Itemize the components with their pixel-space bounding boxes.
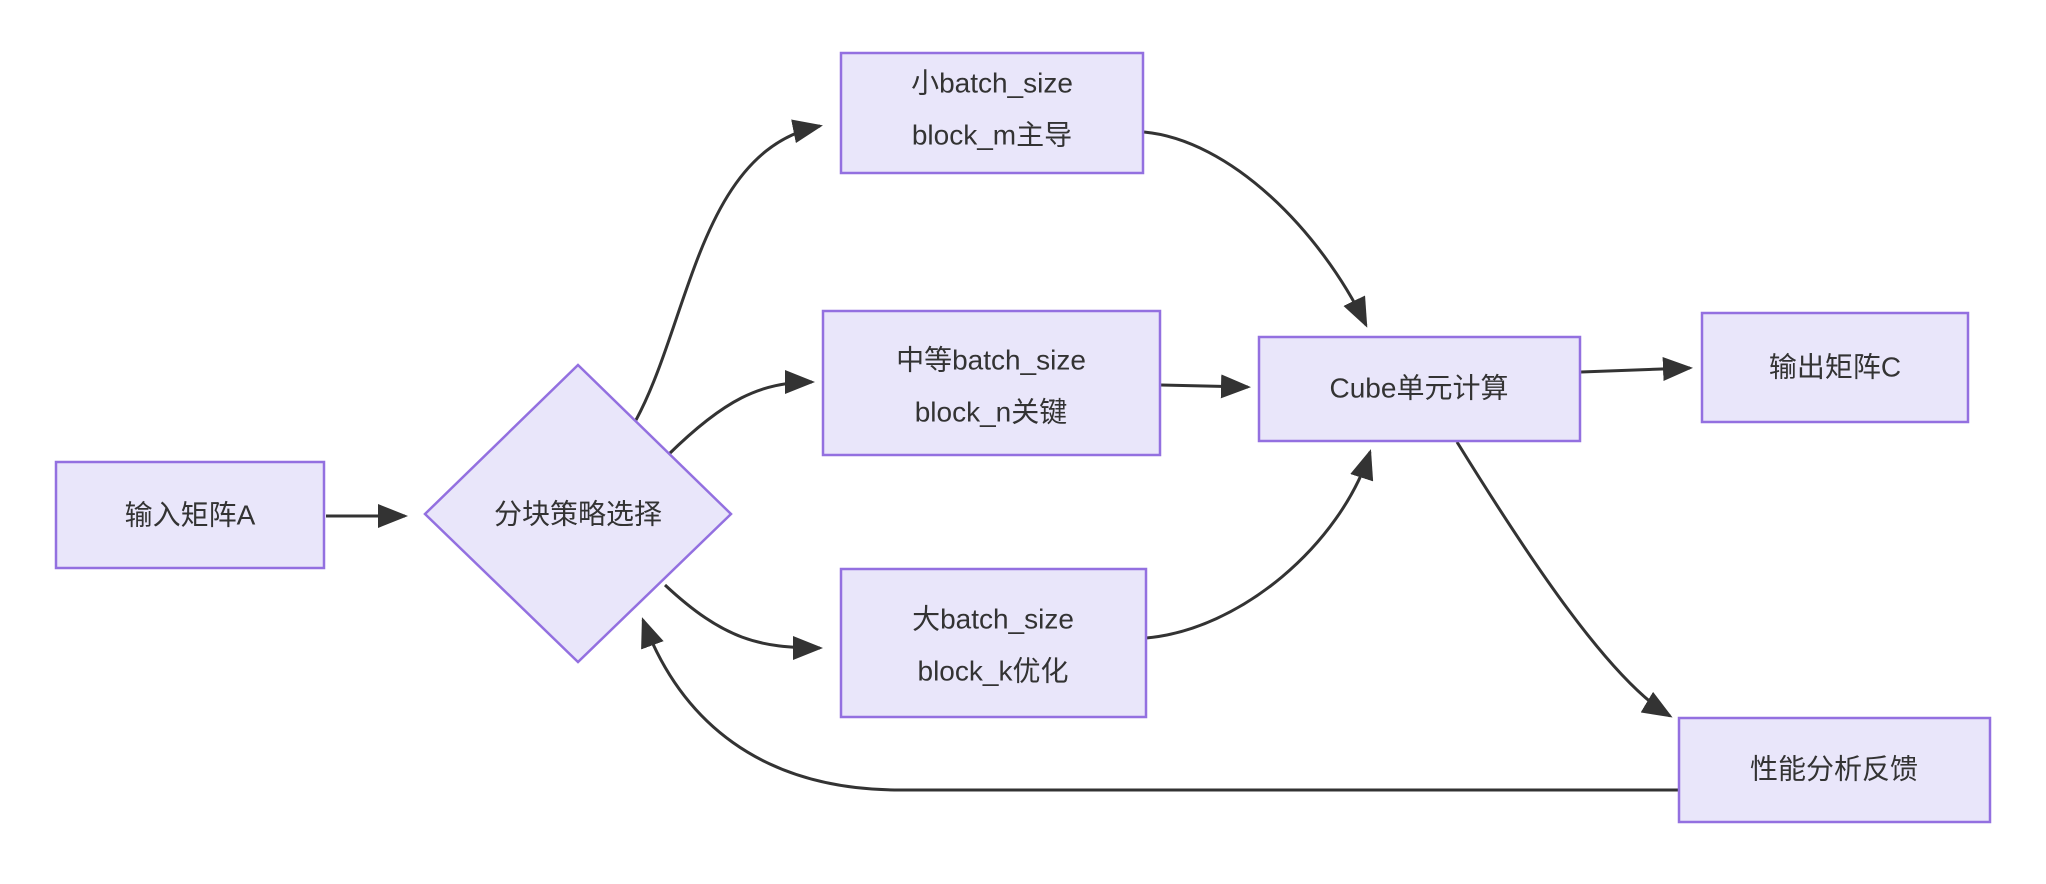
- edge-decision-to-large-batch: [663, 583, 823, 660]
- node-large-batch[interactable]: 大batch_size block_k优化: [839, 567, 1148, 719]
- edge-cube-to-feedback: [1455, 441, 1673, 718]
- node-output-matrix-label: 输出矩阵C: [1769, 351, 1901, 382]
- edge-medium-batch-to-cube: [1160, 374, 1251, 399]
- edge-decision-to-small-batch: [634, 119, 823, 421]
- node-medium-batch[interactable]: 中等batch_size block_n关键: [821, 309, 1162, 457]
- node-small-batch[interactable]: 小batch_size block_m主导: [839, 51, 1145, 175]
- node-strategy-decision-label: 分块策略选择: [494, 498, 662, 529]
- node-medium-batch-label-line2: block_n关键: [915, 396, 1068, 427]
- node-large-batch-label-line1: 大batch_size: [912, 603, 1074, 634]
- node-small-batch-label-line1: 小batch_size: [911, 67, 1073, 98]
- node-input-matrix[interactable]: 输入矩阵A: [54, 460, 326, 570]
- node-small-batch-label-line2: block_m主导: [912, 119, 1072, 150]
- edge-large-batch-to-cube: [1145, 449, 1374, 640]
- edge-feedback-to-decision: [641, 617, 1678, 792]
- edge-layer: [326, 119, 1693, 792]
- edge-small-batch-to-cube: [1143, 130, 1368, 328]
- node-cube-unit-label: Cube单元计算: [1330, 372, 1509, 403]
- node-strategy-decision[interactable]: 分块策略选择: [423, 363, 733, 664]
- node-large-batch-label-line2: block_k优化: [918, 655, 1069, 686]
- node-medium-batch-label-line1: 中等batch_size: [896, 344, 1086, 375]
- edge-cube-to-output: [1580, 356, 1693, 381]
- edge-decision-to-medium-batch: [666, 370, 815, 457]
- node-perf-feedback[interactable]: 性能分析反馈: [1677, 716, 1992, 824]
- node-perf-feedback-label: 性能分析反馈: [1750, 753, 1918, 784]
- node-cube-unit[interactable]: Cube单元计算: [1257, 335, 1582, 443]
- node-input-matrix-label: 输入矩阵A: [125, 499, 256, 530]
- node-output-matrix[interactable]: 输出矩阵C: [1700, 311, 1970, 424]
